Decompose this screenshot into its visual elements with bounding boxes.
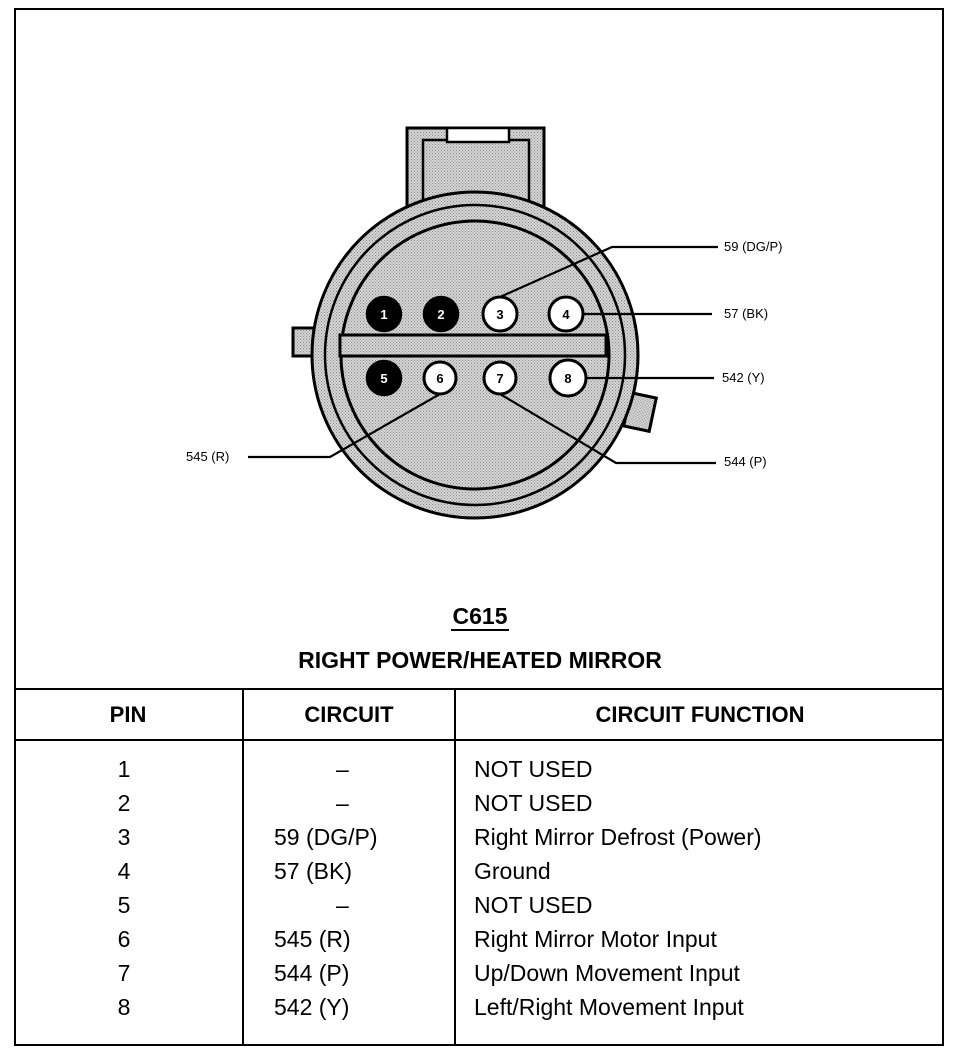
pin-2: 2: [422, 295, 460, 333]
callout-lines: [248, 245, 718, 465]
pin-3: 3: [481, 295, 519, 333]
table-cell-circuit: 59 (DG/P): [274, 824, 378, 850]
table-top-rule: [14, 688, 944, 690]
callout-label-pin-4: 57 (BK): [724, 306, 768, 321]
header-circuit-function: CIRCUIT FUNCTION: [595, 702, 805, 727]
table-cell-circuit: –: [336, 790, 349, 816]
callout-label-pin-3: 59 (DG/P): [724, 239, 783, 254]
pin-4: 4: [547, 295, 585, 333]
header-circuit: CIRCUIT: [304, 702, 394, 727]
table-cell-circuit: 542 (Y): [274, 994, 350, 1020]
table-cell-function: NOT USED: [474, 790, 593, 816]
pin-5: 5: [365, 359, 403, 397]
table-divider-2: [454, 688, 456, 1046]
table-cell-function: Left/Right Movement Input: [474, 994, 744, 1020]
table-cell-circuit: 544 (P): [274, 960, 350, 986]
table-cell-function: Right Mirror Motor Input: [474, 926, 717, 952]
table-cell-pin: 5: [117, 892, 131, 918]
table-cell-function: Ground: [474, 858, 551, 884]
column-pin: 1 2 3 4 5 6 7 8: [64, 752, 184, 1024]
pins: 1 2 3 4 5 6 7 8: [365, 295, 588, 398]
pin-7: 7: [482, 360, 518, 396]
table-cell-pin: 6: [117, 926, 131, 952]
svg-text:2: 2: [437, 307, 444, 322]
table-cell-pin: 8: [117, 994, 131, 1020]
pin-6: 6: [422, 360, 458, 396]
table-cell-function: NOT USED: [474, 756, 593, 782]
svg-text:1: 1: [380, 307, 387, 322]
connector-title: RIGHT POWER/HEATED MIRROR: [298, 647, 662, 673]
callout-labels: 59 (DG/P) 57 (BK) 542 (Y) 545 (R) 544 (P…: [186, 239, 783, 469]
callout-label-pin-6: 545 (R): [186, 449, 229, 464]
table-cell-function: Right Mirror Defrost (Power): [474, 824, 762, 850]
table-cell-pin: 1: [117, 756, 131, 782]
svg-text:5: 5: [380, 371, 387, 386]
table-cell-pin: 2: [117, 790, 131, 816]
callout-label-pin-8: 542 (Y): [722, 370, 765, 385]
diagram-frame: [14, 8, 944, 1046]
column-circuit: – – 59 (DG/P) 57 (BK) – 545 (R) 544 (P) …: [274, 752, 444, 1024]
callout-line-pin-6: [248, 393, 441, 459]
callout-label-pin-7: 544 (P): [724, 454, 767, 469]
svg-text:3: 3: [496, 307, 503, 322]
pin-8: 8: [548, 358, 588, 398]
pin-table: PIN CIRCUIT CIRCUIT FUNCTION 1 2 3 4 5 6…: [14, 688, 944, 1046]
svg-text:7: 7: [496, 371, 503, 386]
table-cell-circuit: 545 (R): [274, 926, 351, 952]
svg-text:8: 8: [564, 371, 571, 386]
table-cell-circuit: –: [336, 756, 349, 782]
header-pin: PIN: [109, 702, 147, 727]
callout-line-pin-3: [499, 245, 718, 299]
column-circuit-function: NOT USED NOT USED Right Mirror Defrost (…: [474, 752, 934, 1024]
connector-id: C615: [450, 603, 510, 631]
table-cell-circuit: –: [336, 892, 349, 918]
table-cell-pin: 4: [117, 858, 131, 884]
table-cell-function: NOT USED: [474, 892, 593, 918]
connector-housing: [291, 126, 659, 520]
table-cell-function: Up/Down Movement Input: [474, 960, 740, 986]
pin-1: 1: [365, 295, 403, 333]
table-cell-pin: 3: [117, 824, 131, 850]
table-header-rule: [14, 739, 944, 741]
table-cell-pin: 7: [117, 960, 131, 986]
table-divider-1: [242, 688, 244, 1046]
svg-text:4: 4: [562, 307, 570, 322]
table-cell-circuit: 57 (BK): [274, 858, 352, 884]
callout-line-pin-7: [499, 393, 716, 465]
svg-text:6: 6: [436, 371, 443, 386]
connector-diagram: 1 2 3 4 5 6 7 8 59 (: [186, 126, 783, 520]
